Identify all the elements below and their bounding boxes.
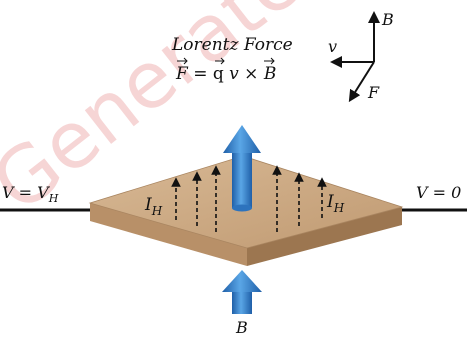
axis-label-v: v — [328, 37, 337, 56]
field-symbol: B — [263, 64, 277, 84]
svg-text:F = q v × B: F = q v × B — [175, 64, 276, 84]
current-label-left: IH — [144, 195, 163, 218]
magnetic-field-arrow-top — [223, 125, 261, 212]
magnetic-field-arrow-bottom — [222, 270, 262, 314]
current-label-right: IH — [326, 192, 345, 215]
axis-label-f: F — [367, 83, 380, 102]
force-symbol: F — [175, 64, 189, 84]
velocity-symbol: v — [229, 64, 239, 84]
current-arrows — [171, 165, 327, 232]
voltage-label-left: V = VH — [2, 183, 59, 205]
axis-triad: B v F — [328, 10, 394, 103]
diagram-title: Lorentz Force — [171, 35, 293, 55]
field-label-b: B — [235, 318, 248, 337]
axis-label-b: B — [381, 10, 394, 29]
voltage-label-right: V = 0 — [416, 183, 461, 202]
cross-symbol: × — [239, 64, 264, 84]
equals-q: = q — [188, 64, 229, 84]
lorentz-equation: F = q v × B — [175, 57, 276, 84]
